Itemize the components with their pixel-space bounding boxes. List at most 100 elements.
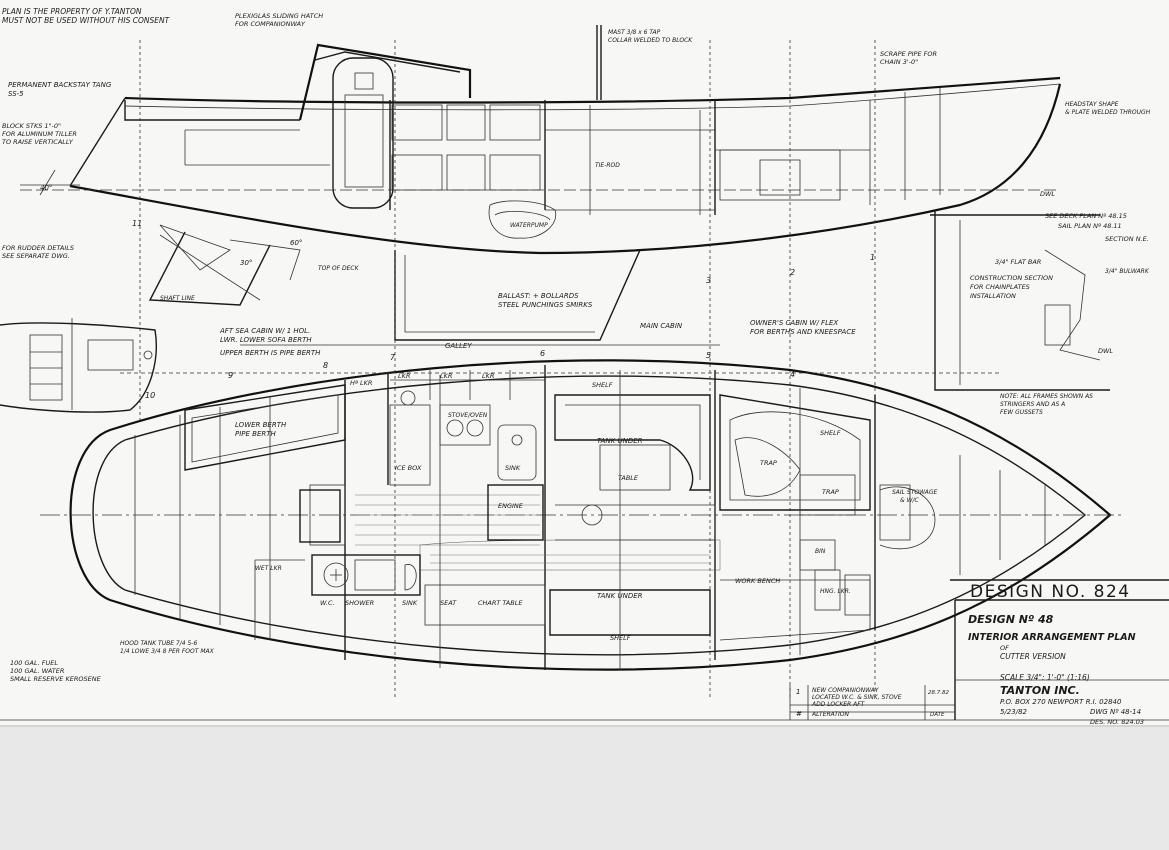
revision-4: ALTERATION <box>811 711 849 718</box>
companionway-hatch <box>332 57 394 209</box>
tie-rod-label: TIE-ROD <box>595 162 620 169</box>
plan-view <box>40 344 1125 671</box>
company-name: TANTON INC. <box>1000 684 1080 697</box>
revision-date: 28.7.82 <box>928 690 949 696</box>
angle-30-label: 30° <box>240 259 252 267</box>
section-ref: SECTION N.E. <box>1105 235 1149 243</box>
tiller-note-3: TO RAISE VERTICALLY <box>2 138 74 146</box>
shaft-label: SHAFT LINE <box>160 295 195 302</box>
paper-sheet <box>0 0 1169 725</box>
revision-3: ADD LOCKER AFT <box>811 701 866 708</box>
construction-note-2: FOR CHAINPLATES <box>970 283 1030 291</box>
construction-section <box>930 210 1110 391</box>
stove-label: STOVE/OVEN <box>448 412 488 419</box>
tiller-note: BLOCK STKS 1"-0" <box>2 122 61 130</box>
flat-bar-note: 3/4" FLAT BAR <box>995 258 1041 266</box>
frames-note-2: STRINGERS AND AS A <box>1000 401 1065 408</box>
version-label: CUTTER VERSION <box>1000 652 1066 661</box>
ballast-label: BALLAST: + BOLLARDS <box>498 292 579 300</box>
sail-stowage-label: SAIL STOWAGE <box>892 489 938 496</box>
revision-2: LOCATED W.C. & SINK, STOVE <box>812 694 902 701</box>
dwl-label: DWL <box>1040 190 1055 198</box>
headstay-note: HEADSTAY SHAPE <box>1065 101 1119 108</box>
table-label: TABLE <box>618 474 639 482</box>
hood-note-2: 1/4 LOWE 3/4 8 PER FOOT MAX <box>120 648 215 655</box>
station-10: 10 <box>145 391 155 400</box>
hatch-note: PLEXIGLAS SLIDING HATCH <box>235 12 323 20</box>
station-2: 2 <box>790 268 795 277</box>
hood-note: HOOD TANK TUBE 7/4 5-6 <box>120 640 197 647</box>
of-label: OF <box>1000 644 1009 652</box>
fuel-note: 100 GAL. FUEL <box>10 659 58 667</box>
tank-under-label-top: TANK UNDER <box>597 437 643 445</box>
backstay-note: PERMANENT BACKSTAY TANG <box>8 81 112 89</box>
hng-lkr-label: HNG. LKR. <box>820 588 851 595</box>
design-number: DESIGN NO. 824 <box>970 582 1131 602</box>
owners-cabin-label-2: FOR BERTHS AND KNEESPACE <box>750 328 856 336</box>
construction-note: CONSTRUCTION SECTION <box>970 274 1053 282</box>
trap-label-1: TRAP <box>760 459 777 467</box>
station-11: 11 <box>132 219 142 228</box>
engine-label: ENGINE <box>498 502 524 510</box>
profile-view <box>20 25 1062 700</box>
revision-date-header: DATE <box>930 712 945 718</box>
chart-table-label: CHART TABLE <box>478 599 523 607</box>
scale-label: SCALE 3/4": 1'-0" (1:16) <box>1000 673 1090 682</box>
pipe-note-2: CHAIN 3'-0" <box>880 58 918 66</box>
tiller-note-2: FOR ALUMINUM TILLER <box>2 130 77 138</box>
shelf-label-bottom: SHELF <box>610 634 631 642</box>
reserve-note: SMALL RESERVE KEROSENE <box>10 675 102 683</box>
frames-note-3: FEW GUSSETS <box>1000 409 1043 416</box>
annotations: PLAN IS THE PROPERTY OF Y.TANTON MUST NO… <box>2 7 1151 726</box>
revision-mark-1: 1 <box>796 688 800 696</box>
upper-berth-label: UPPER BERTH IS PIPE BERTH <box>220 349 321 357</box>
cabin-house <box>298 43 472 121</box>
title-block <box>789 579 1169 720</box>
locker-label-3: LKR <box>482 372 494 380</box>
dwl-label-section: DWL <box>1098 347 1113 355</box>
hull-plan-outline <box>69 359 1112 671</box>
deck-label: TOP OF DECK <box>318 265 360 272</box>
tank-under-label-bottom: TANK UNDER <box>597 592 643 600</box>
plan-berth-label: LOWER BERTH <box>235 421 287 429</box>
station-7: 7 <box>390 353 396 362</box>
angle-60-label: 60° <box>290 239 302 247</box>
transom-section <box>0 318 157 413</box>
ice-box-label: ICE BOX <box>395 464 422 472</box>
plan-berth-label-2: PIPE BERTH <box>235 430 277 438</box>
drawing-date: 5/23/82 <box>1000 708 1028 716</box>
wc-label: W.C. <box>320 599 335 607</box>
lower-berth-label: LWR. LOWER SOFA BERTH <box>220 336 312 344</box>
seat-label: SEAT <box>440 599 457 607</box>
deck-plan-ref: SEE DECK PLAN Nº 48.15 <box>1045 212 1127 220</box>
plan-title: INTERIOR ARRANGEMENT PLAN <box>968 632 1136 643</box>
sail-plan-ref: SAIL PLAN Nº 48.11 <box>1058 222 1122 230</box>
headstay-note-2: & PLATE WELDED THROUGH <box>1065 109 1151 116</box>
design-handwritten: DESIGN Nº 48 <box>968 613 1054 626</box>
sail-stowage-label-2: & W/C <box>900 497 920 504</box>
property-note: PLAN IS THE PROPERTY OF Y.TANTON <box>2 7 142 16</box>
aft-cabin-label: AFT SEA CABIN W/ 1 HOL. <box>219 327 310 335</box>
property-note-2: MUST NOT BE USED WITHOUT HIS CONSENT <box>2 16 171 25</box>
ballast-label-2: STEEL PUNCHINGS SMIRKS <box>498 301 593 309</box>
angle-40-label: 40° <box>40 184 52 192</box>
sheer-line <box>124 76 1061 104</box>
head-compartment <box>311 554 421 596</box>
construction-note-3: INSTALLATION <box>970 292 1016 300</box>
saloon-table <box>599 444 671 491</box>
hull-profile <box>69 83 1062 255</box>
station-5: 5 <box>706 351 711 360</box>
shower-label: SHOWER <box>345 599 374 607</box>
mast-note: MAST 3/8 x 6 TAP <box>608 29 661 36</box>
rudder-note: FOR RUDDER DETAILS <box>2 244 74 252</box>
company-address: P.O. BOX 270 NEWPORT R.I. 02840 <box>1000 698 1122 706</box>
wet-locker-label: WET LKR <box>255 565 282 572</box>
trap-label-2: TRAP <box>822 488 839 496</box>
shelf-label-fwd: SHELF <box>820 429 841 437</box>
mast-note-2: COLLAR WELDED TO BLOCK <box>608 37 693 44</box>
revision-mark-2: # <box>796 710 802 718</box>
shelf-label-top: SHELF <box>592 381 613 389</box>
drawing-number: DWG Nº 48-14 <box>1090 708 1141 716</box>
owners-cabin-label: OWNER'S CABIN W/ FLEX <box>750 319 838 327</box>
